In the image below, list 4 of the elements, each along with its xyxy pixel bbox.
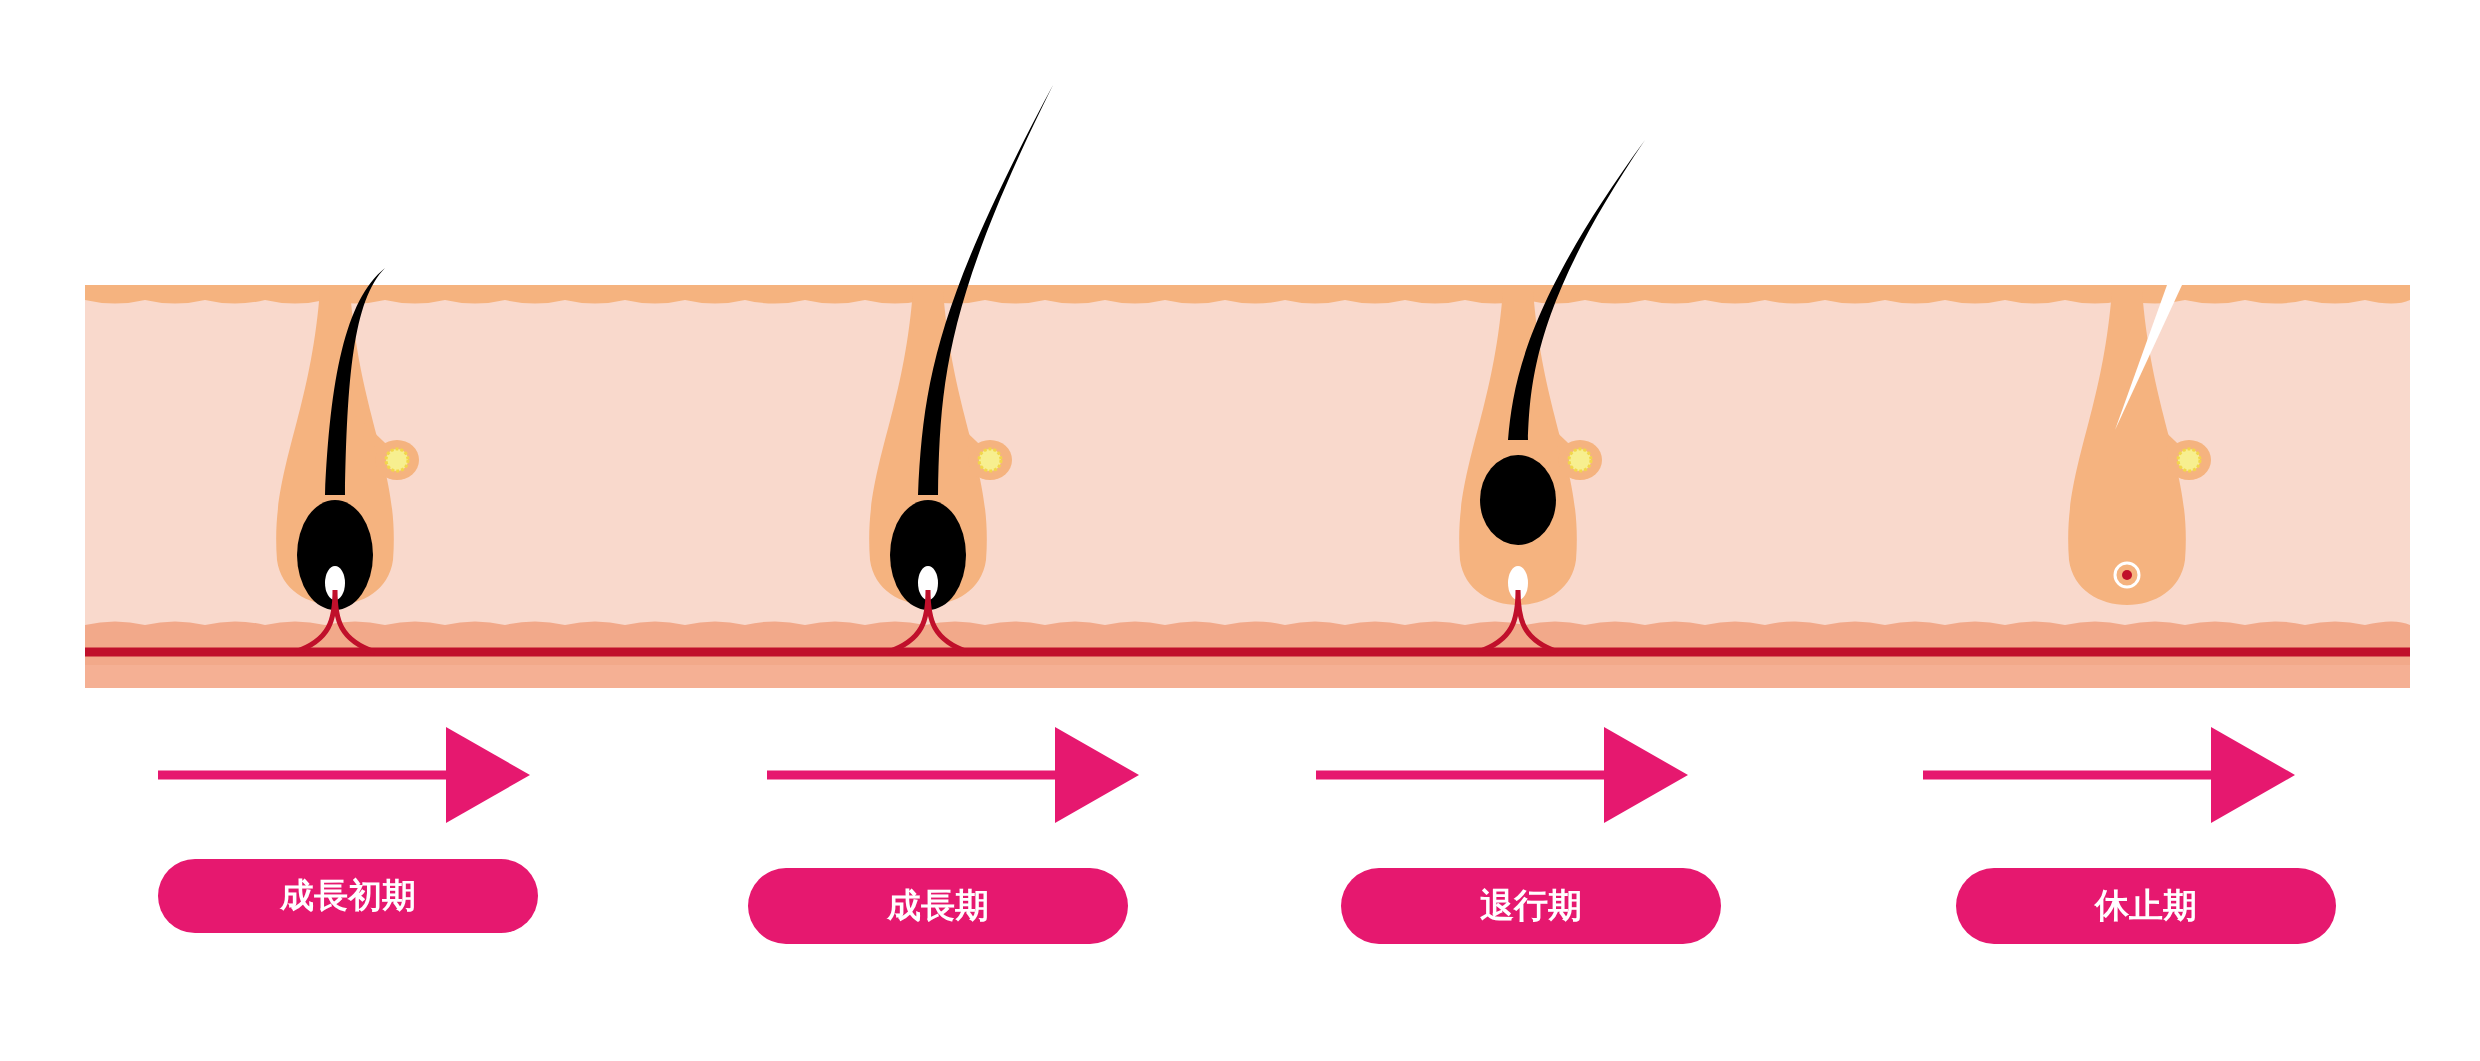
stage-label: 休止期 [1956,868,2336,944]
stage-label: 成長初期 [158,859,538,933]
stage-label: 退行期 [1341,868,1721,944]
stage-label: 成長期 [748,868,1128,944]
